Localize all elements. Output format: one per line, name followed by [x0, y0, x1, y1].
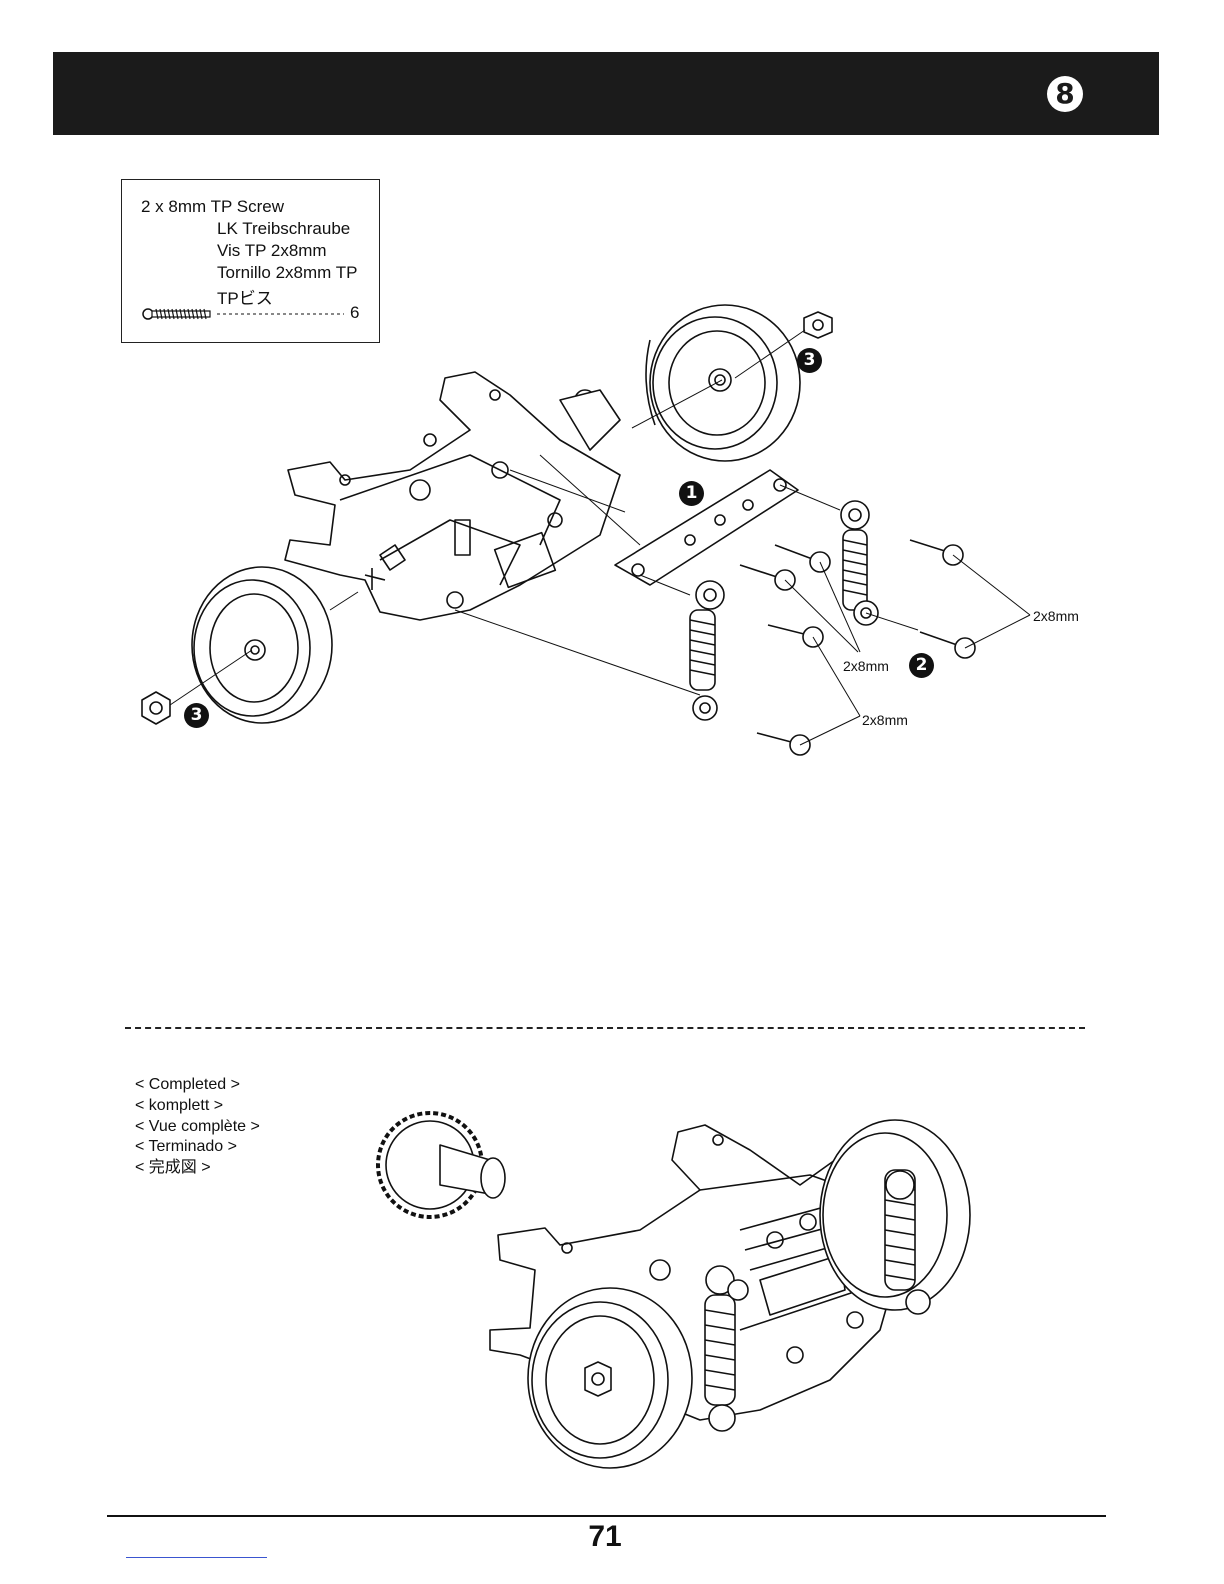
footer-rule: [107, 1515, 1106, 1517]
spur-gear: [378, 1113, 505, 1217]
page-number: 71: [565, 1520, 645, 1554]
footer-link-underline[interactable]: [126, 1557, 267, 1558]
completed-wheel-front: [528, 1288, 692, 1468]
